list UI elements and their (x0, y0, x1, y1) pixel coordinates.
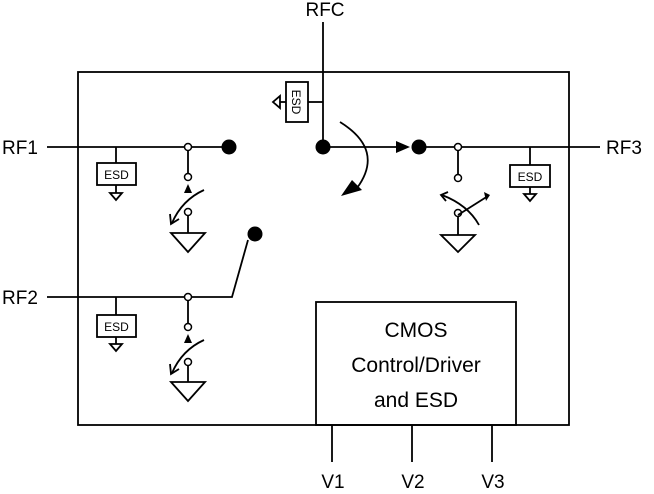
ground-icon (109, 192, 123, 201)
cmos-line1: CMOS (385, 319, 448, 342)
v2-label: V2 (401, 472, 424, 493)
svg-text:ESD: ESD (104, 168, 129, 182)
cmos-line2: Control/Driver (351, 354, 481, 377)
ground-icon (109, 343, 123, 352)
rf1-esd: ESD (96, 147, 137, 201)
arrow-head (396, 141, 410, 153)
rf1-shunt-switch (168, 142, 208, 254)
ground-icon (271, 94, 281, 110)
rf1-label: RF1 (2, 138, 38, 159)
rf2-throw-contact (247, 226, 263, 242)
ground-icon (168, 232, 208, 254)
v3-label: V3 (481, 472, 504, 493)
cmos-line3: and ESD (374, 389, 458, 412)
rf2-esd: ESD (96, 297, 137, 352)
svg-text:ESD: ESD (289, 90, 303, 115)
rfc-esd: ESD (271, 81, 323, 123)
rf1-throw-contact (221, 139, 237, 155)
rfc-label: RFC (305, 0, 344, 21)
svg-text:ESD: ESD (518, 170, 543, 184)
rf3-shunt-switch (438, 142, 490, 254)
rf3-esd: ESD (509, 147, 551, 202)
rf3-label: RF3 (606, 138, 642, 159)
ground-icon (523, 193, 537, 202)
rf2-shunt-switch (168, 292, 208, 403)
rotation-arrow (339, 121, 369, 189)
ground-icon (438, 234, 478, 254)
rf2-label: RF2 (2, 288, 38, 309)
cmos-control-block (315, 301, 517, 426)
svg-text:ESD: ESD (104, 320, 129, 334)
ground-icon (168, 381, 208, 403)
v1-label: V1 (321, 472, 344, 493)
